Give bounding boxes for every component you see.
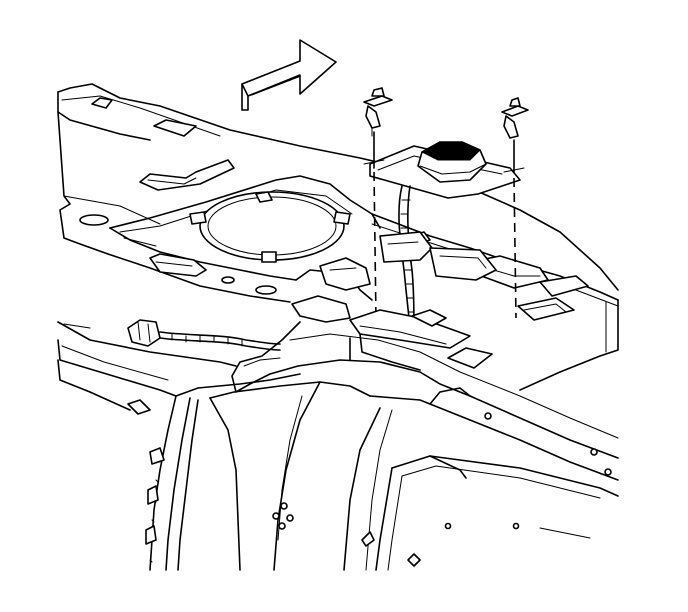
lower-body-structure [145, 373, 619, 571]
antenna-cable [398, 185, 415, 331]
roof-antenna-icon [369, 141, 521, 199]
push-pin-retainer-right [501, 97, 529, 319]
left-roof-rail [57, 321, 237, 415]
retainer-clip-marks [363, 159, 525, 173]
center-roof-channel [231, 231, 619, 459]
push-pin-retainer-left [363, 87, 393, 321]
electrical-connector-icon [127, 319, 281, 351]
front-arrow-icon [241, 39, 337, 111]
roof-opening [189, 191, 351, 263]
